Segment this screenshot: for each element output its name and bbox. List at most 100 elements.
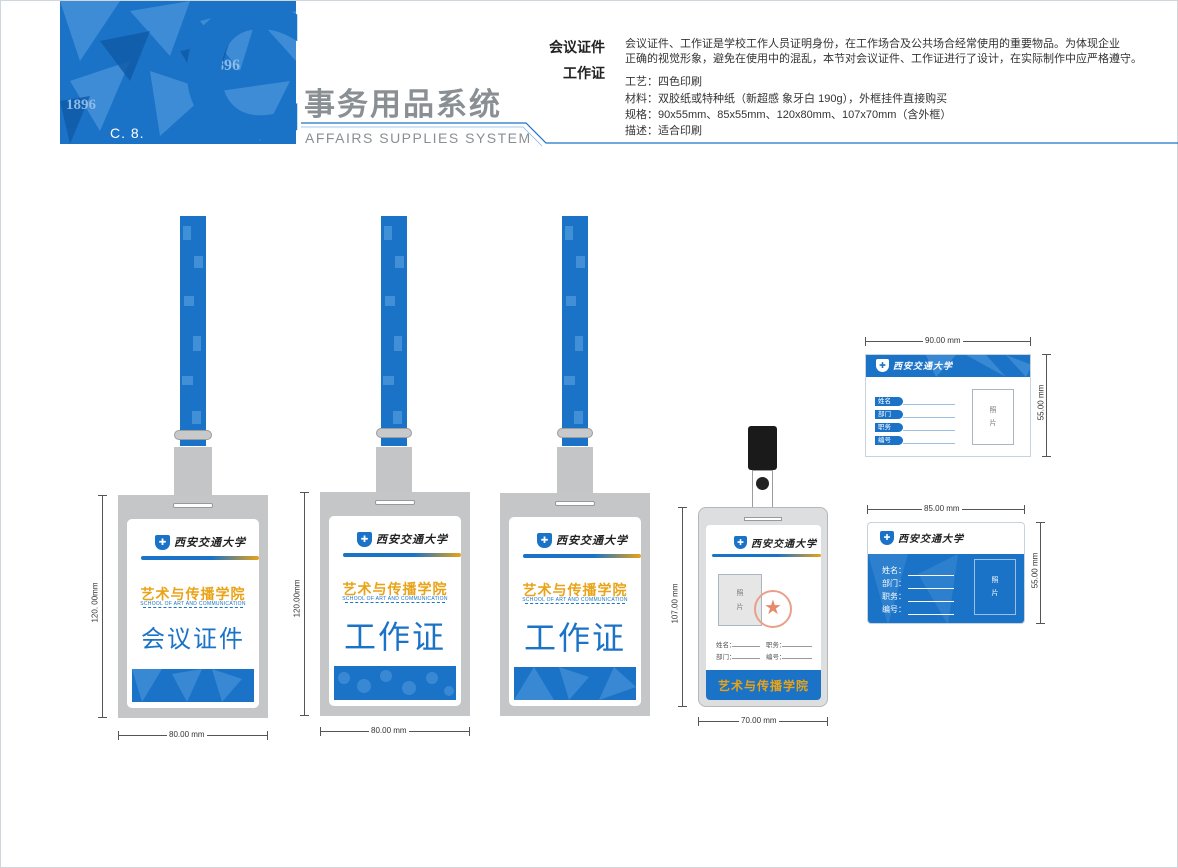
logo-text: 西安交通大学 [893,361,954,371]
lanyard-ring [557,428,593,438]
strap-pattern [564,226,585,424]
field-number-label: 编号： [882,605,906,614]
field-title-label: 职务： [766,642,786,649]
school-name-cn: 艺术与传播学院 [342,583,448,598]
field-line [908,601,954,602]
university-logo: ✚ 西安交通大学 [357,531,448,547]
height-dim-label: 55.00 mm [1036,382,1046,423]
lanyard-ring [174,430,212,440]
photo-label: 照 [736,590,744,597]
section-title: 事务用品系统 [304,87,502,122]
doc-name-2: 工作证 [563,65,605,81]
university-logo: ✚ 西安交通大学 [880,530,964,545]
h-card-header-bar: ✚ 西安交通大学 [866,355,1030,377]
width-dim-label: 85.00 mm [922,504,962,513]
doc-name-1: 会议证件 [549,39,605,55]
clip-badge-holder: ✚ 西安交通大学 照 片 ★ 姓名： 职务： 部门： 编号： 艺术与传播学院 [698,507,828,707]
badge-clip [557,447,593,501]
header-bar-pattern [926,355,1030,377]
height-dim-label: 55.00 mm [1030,550,1040,591]
dashed-line [345,602,445,603]
badge-card: ✚ 西安交通大学 艺术与传播学院 SCHOOL OF ART AND COMMU… [127,519,259,708]
field-name-label: 姓名： [882,566,906,575]
badge-slot [555,501,595,506]
section-code: C. 8. [110,125,145,141]
field-line [908,575,954,576]
desc-material: 材料：双胶纸或特种纸（新超感 象牙白 190g），外框挂件直接购买 [625,93,948,105]
section-subtitle: AFFAIRS SUPPLIES SYSTEM [305,130,532,146]
photo-label: 照 [989,407,997,414]
header-year-2: 1896 [66,97,96,113]
desc-line-1: 会议证件、工作证是学校工作人员证明身份，在工作场合及公共场合经常使用的重要物品。… [625,38,1120,50]
university-logo: ✚ 西安交通大学 [155,534,246,550]
lanyard-strap [381,216,407,446]
h-card-1: ✚ 西安交通大学 姓名 部门 职务 编号 照 片 [865,354,1031,457]
desc-note: 描述：适合印刷 [625,125,702,137]
header-pattern-block: 1896 1896 C. 8. [60,1,296,144]
height-dimension [1042,354,1051,457]
field-dept-label: 部门： [716,654,736,661]
field-name-label: 姓名： [716,642,736,649]
header-pattern [60,1,296,144]
photo-label-2: 片 [989,420,997,427]
seal-star-icon: ★ [754,590,792,628]
card-swoosh [343,553,461,557]
badge-card: ✚ 西安交通大学 艺术与传播学院 SCHOOL OF ART AND COMMU… [329,516,461,706]
width-dim-label: 90.00 mm [923,336,963,345]
school-name-cn: 艺术与传播学院 [140,588,246,603]
field-line [732,646,760,647]
desc-line-2: 正确的视觉形象，避免在使用中的混乱，本节对会议证件、工作证进行了设计，在实际制作… [625,53,1142,65]
lanyard-strap [180,216,206,446]
card-footer-bar: 艺术与传播学院 [706,670,821,700]
height-dim-label: 120. 00mm [90,580,100,625]
university-logo: ✚ 西安交通大学 [876,359,953,372]
strap-pattern [383,226,404,424]
holder-slot [744,517,782,521]
logo-text: 西安交通大学 [751,539,817,550]
badge-type: 工作证 [343,619,446,655]
photo-label: 照 [991,577,999,584]
badge-slot [375,500,415,505]
field-line [908,614,954,615]
field-line [903,404,955,405]
badge-frame: ✚ 西安交通大学 艺术与传播学院 SCHOOL OF ART AND COMMU… [500,493,650,716]
card-swoosh [141,556,259,560]
field-title-tag: 职务 [875,423,903,432]
badge-card: ✚ 西安交通大学 艺术与传播学院 SCHOOL OF ART AND COMMU… [509,517,641,706]
photo-label-2: 片 [991,590,999,597]
university-shield-icon: ✚ [876,359,889,372]
school-name-en: SCHOOL OF ART AND COMMUNICATION [522,597,628,603]
strap-pattern [182,226,203,424]
field-line [782,658,812,659]
height-dimension [1036,522,1045,624]
field-line [782,646,812,647]
school-name-en: SCHOOL OF ART AND COMMUNICATION [342,596,448,602]
badge-clip-strap [752,470,773,514]
dashed-line [525,603,625,604]
header-year: 1896 [208,57,240,74]
card-footer-bar [132,669,254,702]
badge-type: 会议证件 [141,626,245,653]
photo-placeholder: 照 片 [972,389,1014,445]
badge-clip [174,447,212,501]
field-dept-tag: 部门 [875,410,903,419]
width-dim-label: 80.00 mm [167,730,207,739]
badge-frame: ✚ 西安交通大学 艺术与传播学院 SCHOOL OF ART AND COMMU… [320,492,470,716]
header-divider [301,122,1178,147]
card-swoosh [523,554,641,558]
field-name-tag: 姓名 [875,397,903,406]
university-shield-icon: ✚ [357,531,372,547]
university-shield-icon: ✚ [880,530,894,545]
height-dimension [300,492,309,716]
field-line [732,658,760,659]
field-title-label: 职务： [882,592,906,601]
height-dim-label: 120.00mm [292,577,302,620]
badge-type: 工作证 [523,620,626,656]
desc-spec: 规格：90x55mm、85x55mm、120x80mm、107x70mm（含外框… [625,109,952,121]
clip-snap-icon [756,477,769,490]
logo-text: 西安交通大学 [556,535,628,547]
university-shield-icon: ✚ [537,532,552,548]
footer-pattern [132,669,242,702]
section-letter: C [178,0,309,179]
